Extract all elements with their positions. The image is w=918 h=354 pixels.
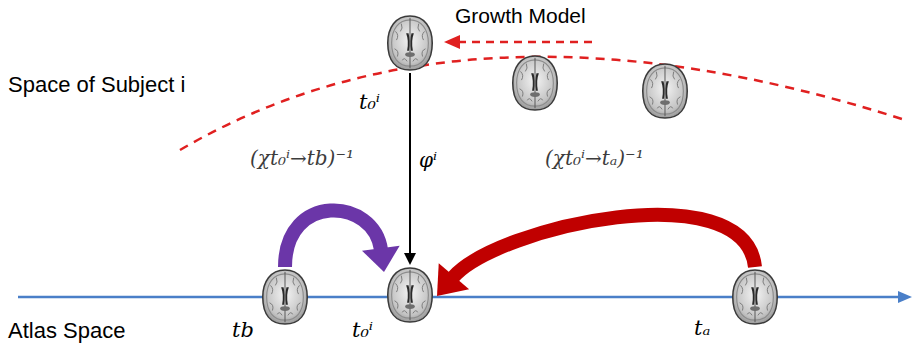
brain-node: t₀ⁱ — [385, 266, 435, 324]
text-holder: tₐ — [694, 316, 710, 340]
time-label: tₐ — [694, 316, 710, 340]
brain-image — [643, 64, 687, 118]
brain-image — [385, 14, 435, 72]
text-holder: tb — [232, 318, 254, 342]
transform-label: (χt₀ⁱ→tₐ)⁻¹ — [545, 146, 644, 170]
subject-space-curve — [180, 57, 905, 150]
transform-label: φⁱ — [419, 148, 437, 172]
space-label: Atlas Space — [8, 318, 125, 344]
brain-node: t₀ⁱ — [385, 14, 435, 72]
space-label: Growth Model — [455, 4, 586, 28]
growth-arrow — [458, 41, 592, 44]
brain-image — [513, 56, 557, 110]
brain-image — [260, 268, 310, 326]
text-holder: (χt₀ⁱ→tₐ)⁻¹ — [545, 146, 644, 170]
text-holder: φⁱ — [419, 148, 437, 172]
atlas-axis-head — [898, 291, 912, 303]
time-label: t₀ⁱ — [359, 90, 380, 114]
text-holder: (χt₀ⁱ→tb)⁻¹ — [250, 146, 354, 170]
text-holder: Atlas Space — [8, 318, 125, 344]
transform-arrow — [285, 210, 400, 272]
time-label: t₀ⁱ — [352, 318, 373, 342]
space-label: Space of Subject i — [8, 72, 185, 98]
transform-arrow — [404, 73, 416, 265]
arrow-head — [362, 246, 400, 272]
transform-label: (χt₀ⁱ→tb)⁻¹ — [250, 146, 354, 170]
brain-image — [730, 268, 780, 326]
arrow-head — [437, 263, 469, 296]
text-holder: t₀ⁱ — [352, 318, 373, 342]
arrow-shaft — [409, 73, 411, 255]
brain-node: tb — [260, 268, 310, 326]
arrow-head — [404, 253, 416, 265]
arrow-shaft — [453, 215, 755, 278]
text-holder: Space of Subject i — [8, 72, 185, 98]
growth-arrow-head — [444, 35, 460, 49]
brain-node: tₐ — [730, 268, 780, 326]
time-label: tb — [232, 318, 254, 342]
brain-image — [385, 266, 435, 324]
arrow-shaft — [285, 210, 381, 267]
transform-arrow — [437, 215, 755, 296]
text-holder: Growth Model — [455, 4, 586, 28]
text-holder: t₀ⁱ — [359, 90, 380, 114]
